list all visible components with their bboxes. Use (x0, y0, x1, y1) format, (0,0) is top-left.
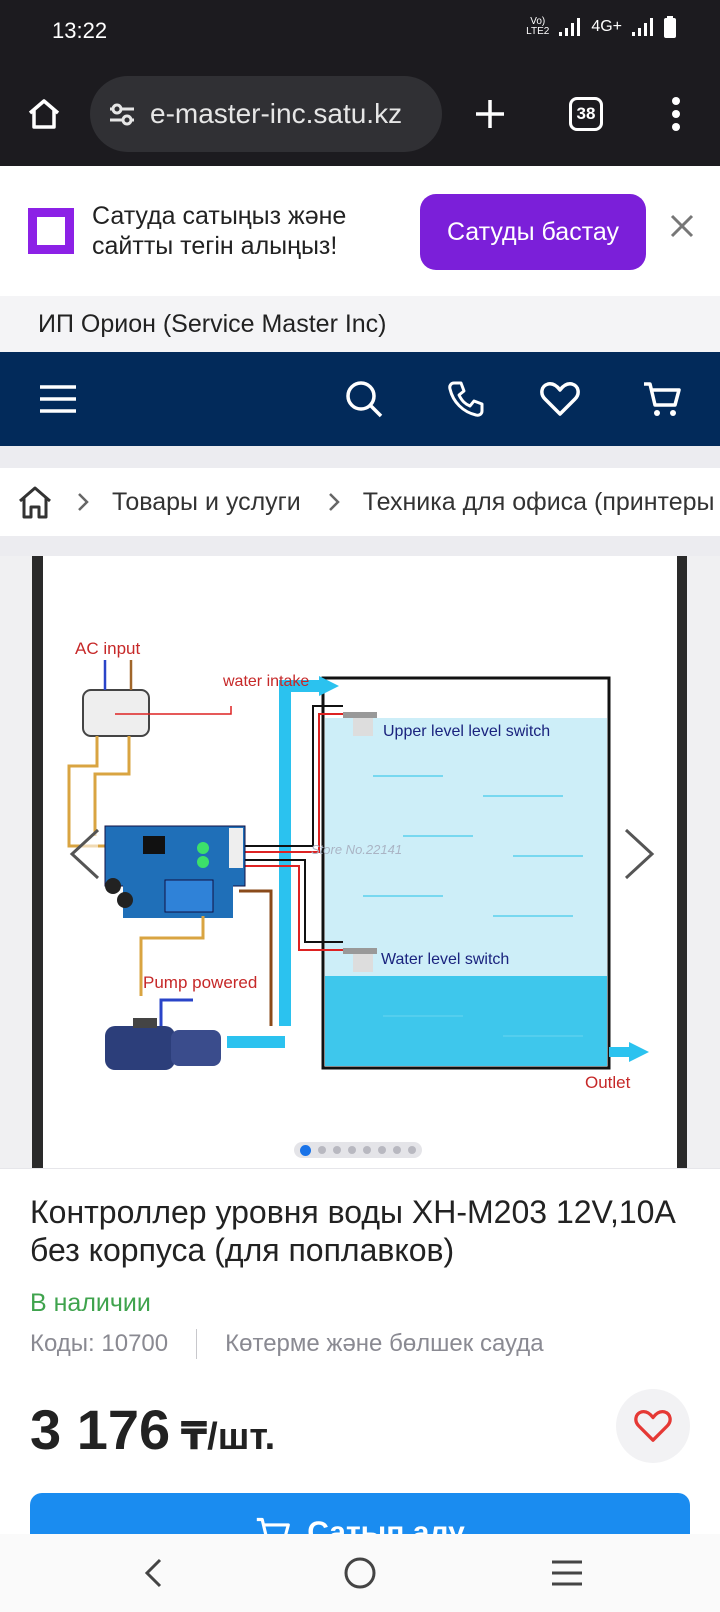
heart-icon (540, 382, 580, 416)
circle-home-icon (344, 1557, 376, 1589)
breadcrumb-item[interactable]: Техника для офиса (принтеры (362, 487, 715, 516)
network-type: 4G+ (591, 18, 622, 35)
label-upper-switch: Upper level level switch (383, 723, 550, 740)
search-button[interactable] (338, 373, 390, 425)
plus-icon (476, 100, 504, 128)
label-pump: Pump powered (143, 973, 257, 992)
promo-text: Сатуда сатыңыз және сайтты тегін алыңыз! (92, 201, 346, 261)
add-to-favorites-button[interactable] (616, 1389, 690, 1463)
product-price: 3 176 ₸/шт. (30, 1397, 275, 1462)
home-nav-button[interactable] (337, 1550, 383, 1596)
watermark-text: Store No.22141 (311, 842, 402, 857)
address-bar[interactable]: e-master-inc.satu.kz (90, 76, 442, 152)
chevron-right-icon (624, 828, 655, 880)
heart-icon (634, 1410, 672, 1442)
gallery-prev-button[interactable] (64, 824, 104, 889)
hamburger-icon (40, 385, 76, 413)
price-value: 3 176 (30, 1398, 171, 1461)
tab-switcher-button[interactable]: 38 (560, 88, 612, 140)
signal-icon-2 (632, 18, 653, 36)
url-text: e-master-inc.satu.kz (150, 98, 403, 129)
product-info-card: Контроллер уровня воды XH-M203 12V,10A б… (0, 1168, 720, 1573)
favorites-button[interactable] (534, 373, 586, 425)
product-gallery: AC input water intake Upper level level … (0, 556, 720, 1168)
pagination-dot[interactable] (348, 1146, 356, 1154)
home-icon (28, 99, 60, 129)
label-water-switch: Water level switch (381, 951, 509, 968)
satu-logo-icon (28, 208, 74, 254)
spacer (0, 536, 720, 556)
phone-icon (448, 381, 484, 417)
label-water-intake: water intake (222, 673, 309, 690)
site-navbar (0, 352, 720, 446)
spacer (0, 446, 720, 468)
gallery-pagination (294, 1142, 422, 1158)
back-button[interactable] (130, 1550, 176, 1596)
chevron-right-icon (327, 492, 341, 512)
home-button[interactable] (18, 88, 70, 140)
close-icon (670, 214, 694, 238)
browser-toolbar: e-master-inc.satu.kz 38 (0, 62, 720, 166)
breadcrumb-home[interactable] (16, 483, 54, 521)
label-ac-input: AC input (75, 639, 140, 658)
chevron-left-icon (69, 828, 100, 880)
new-tab-button[interactable] (464, 88, 516, 140)
breadcrumb: Товары и услуги Техника для офиса (принт… (0, 468, 720, 536)
status-icons: Vo)LTE2 4G+ (526, 16, 676, 38)
chevron-right-icon (76, 492, 90, 512)
price-unit: ₸/шт. (170, 1416, 276, 1458)
recents-icon (552, 1560, 582, 1586)
signal-icon (559, 18, 581, 36)
wiring-diagram: AC input water intake Upper level level … (67, 639, 649, 1092)
product-code: Коды: 10700 (30, 1330, 169, 1357)
browser-menu-button[interactable] (650, 88, 702, 140)
cart-button[interactable] (636, 373, 688, 425)
more-vert-icon (672, 97, 680, 131)
promo-text-line2: сайтты тегін алыңыз! (92, 232, 338, 260)
shop-name-bar: ИП Орион (Service Master Inc) (0, 296, 720, 352)
product-meta: Коды: 10700 Көтерме және бөлшек сауда (30, 1329, 544, 1359)
sale-type: Көтерме және бөлшек сауда (225, 1330, 544, 1357)
pagination-dot[interactable] (378, 1146, 386, 1154)
status-bar: 13:22 Vo)LTE2 4G+ (0, 0, 720, 62)
promo-banner: Сатуда сатыңыз және сайтты тегін алыңыз!… (0, 166, 720, 296)
pagination-dot[interactable] (363, 1146, 371, 1154)
volte-icon: Vo)LTE2 (526, 16, 550, 37)
product-title: Контроллер уровня воды XH-M203 12V,10A б… (30, 1194, 675, 1268)
pagination-dot[interactable] (318, 1146, 326, 1154)
phone-button[interactable] (440, 373, 492, 425)
availability-status: В наличии (30, 1289, 151, 1317)
tab-count: 38 (569, 97, 603, 131)
site-settings-icon[interactable] (108, 102, 136, 126)
label-outlet: Outlet (585, 1073, 631, 1092)
status-time: 13:22 (52, 18, 108, 43)
product-image[interactable]: AC input water intake Upper level level … (43, 556, 677, 1168)
pagination-dot[interactable] (300, 1144, 311, 1156)
back-icon (144, 1558, 162, 1588)
pagination-dot[interactable] (393, 1146, 401, 1154)
gallery-next-button[interactable] (620, 824, 660, 889)
start-selling-button[interactable]: Сатуды бастау (420, 194, 646, 270)
promo-close-button[interactable] (668, 212, 696, 245)
pagination-dot[interactable] (408, 1146, 416, 1154)
pagination-dot[interactable] (333, 1146, 341, 1154)
recents-button[interactable] (544, 1550, 590, 1596)
divider (196, 1329, 198, 1359)
shop-name[interactable]: ИП Орион (Service Master Inc) (38, 310, 387, 338)
promo-text-line1: Сатуда сатыңыз және (92, 202, 347, 230)
search-icon (346, 381, 383, 418)
home-icon (19, 486, 51, 519)
system-nav-bar (0, 1534, 720, 1612)
menu-button[interactable] (32, 373, 84, 425)
battery-icon (664, 16, 676, 38)
breadcrumb-item[interactable]: Товары и услуги (112, 487, 301, 516)
cart-icon (644, 382, 681, 416)
